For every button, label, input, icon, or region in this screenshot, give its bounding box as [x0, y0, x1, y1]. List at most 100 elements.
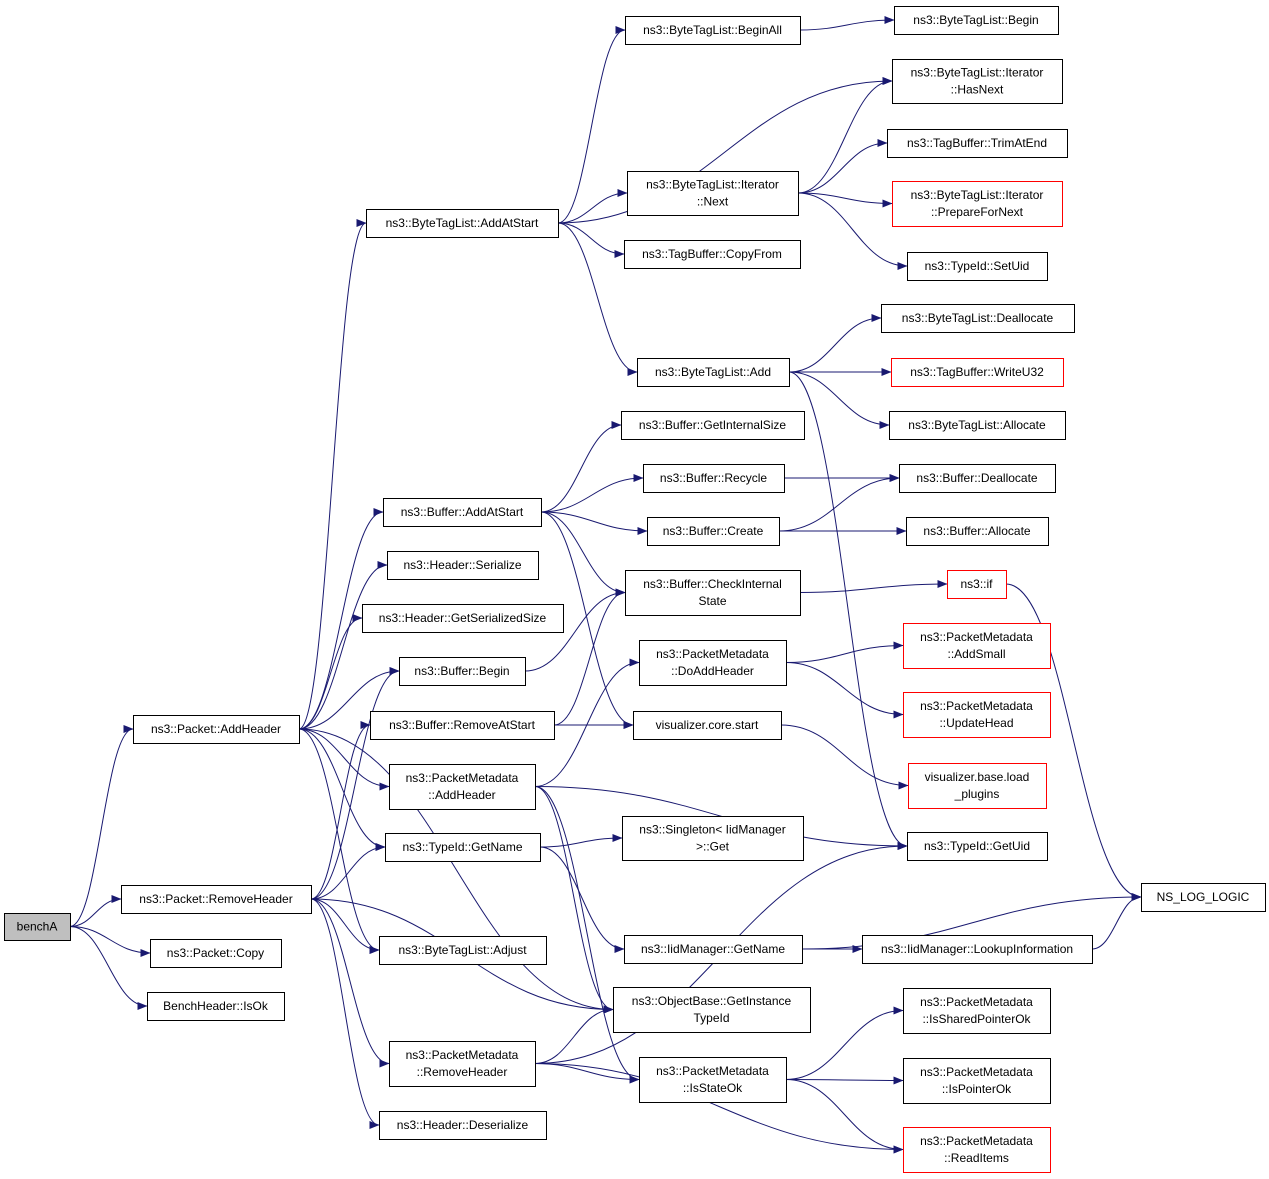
- function-node-typeIdGetName[interactable]: ns3::TypeId::GetName: [385, 833, 541, 862]
- function-node-iidGetName[interactable]: ns3::IidManager::GetName: [624, 935, 803, 964]
- function-node-btlBeginAll[interactable]: ns3::ByteTagList::BeginAll: [625, 16, 801, 45]
- function-node-vizLoadPlugins[interactable]: visualizer.base.load_plugins: [908, 763, 1047, 809]
- function-node-bufGetInternalSize[interactable]: ns3::Buffer::GetInternalSize: [621, 411, 805, 440]
- function-node-typeIdGetUid[interactable]: ns3::TypeId::GetUid: [907, 832, 1048, 861]
- function-node-pmUpdateHead[interactable]: ns3::PacketMetadata::UpdateHead: [903, 692, 1051, 738]
- function-node-vizStart[interactable]: visualizer.core.start: [633, 711, 782, 740]
- function-node-bufBegin[interactable]: ns3::Buffer::Begin: [399, 657, 526, 686]
- function-node-box: [625, 16, 801, 45]
- call-edge-path: [785, 662, 904, 719]
- function-node-iidLookupInfo[interactable]: ns3::IidManager::LookupInformation: [862, 935, 1093, 964]
- function-node-btlAdd[interactable]: ns3::ByteTagList::Add: [637, 358, 790, 387]
- function-node-bufAllocate[interactable]: ns3::Buffer::Allocate: [906, 517, 1049, 546]
- function-node-bufRemoveAtStart[interactable]: ns3::Buffer::RemoveAtStart: [370, 711, 555, 740]
- function-node-typeIdSetUid[interactable]: ns3::TypeId::SetUid: [907, 252, 1048, 281]
- call-edge-bufRemoveAtStart-to-bufCheckInternal: [553, 588, 626, 726]
- function-node-pmRemoveHeader[interactable]: ns3::PacketMetadata::RemoveHeader: [389, 1041, 536, 1087]
- function-node-tbCopyFrom[interactable]: ns3::TagBuffer::CopyFrom: [624, 240, 801, 269]
- function-node-removeHeader[interactable]: ns3::Packet::RemoveHeader: [121, 885, 312, 914]
- function-node-box: [887, 129, 1068, 158]
- function-node-label: ns3::Header::Deserialize: [397, 1118, 529, 1132]
- function-node-btlBegin[interactable]: ns3::ByteTagList::Begin: [894, 6, 1059, 35]
- call-edge-removeHeader-to-pmRemoveHeader: [310, 898, 390, 1068]
- call-edge-btlAddAtStart-to-btlIterHasNext: [557, 77, 893, 224]
- call-edge-path: [540, 511, 648, 535]
- function-node-pmIsStateOk[interactable]: ns3::PacketMetadata::IsStateOk: [639, 1057, 787, 1103]
- function-node-label: >::Get: [696, 840, 730, 854]
- function-node-box: [633, 711, 782, 740]
- function-node-bufAddAtStart[interactable]: ns3::Buffer::AddAtStart: [383, 498, 542, 527]
- function-node-pmIsSharedPointerOk[interactable]: ns3::PacketMetadata::IsSharedPointerOk: [903, 988, 1051, 1034]
- function-node-label: ::IsSharedPointerOk: [922, 1012, 1031, 1026]
- function-node-pmAddSmall[interactable]: ns3::PacketMetadata::AddSmall: [903, 623, 1051, 669]
- call-edge-path: [540, 421, 622, 513]
- function-node-label: ns3::ByteTagList::Iterator: [911, 66, 1044, 80]
- function-node-box: [387, 551, 539, 580]
- function-node-box: [150, 939, 282, 968]
- function-node-pmIsPointerOk[interactable]: ns3::PacketMetadata::IsPointerOk: [903, 1058, 1051, 1104]
- call-edge-path: [788, 371, 890, 429]
- function-node-hdrSerialize[interactable]: ns3::Header::Serialize: [387, 551, 539, 580]
- function-node-btlAdjust[interactable]: ns3::ByteTagList::Adjust: [379, 936, 547, 965]
- function-node-label: ns3::Buffer::CheckInternal: [643, 577, 782, 591]
- call-edge-bufCheckInternal-to-ns3If: [799, 580, 948, 593]
- function-node-btlDeallocate[interactable]: ns3::ByteTagList::Deallocate: [881, 304, 1075, 333]
- function-node-box: [389, 1041, 536, 1087]
- function-node-box: [362, 604, 564, 633]
- function-node-ns3If[interactable]: ns3::if: [947, 570, 1007, 599]
- call-edge-ns3If-to-nsLogLogic: [1005, 583, 1142, 901]
- function-node-tbTrimAtEnd[interactable]: ns3::TagBuffer::TrimAtEnd: [887, 129, 1068, 158]
- function-node-pmDoAddHeader[interactable]: ns3::PacketMetadata::DoAddHeader: [639, 640, 787, 686]
- call-edge-btlIterNext-to-btlIterHasNext: [797, 77, 893, 194]
- call-edge-path: [799, 16, 895, 31]
- function-node-btlIterPrepare[interactable]: ns3::ByteTagList::Iterator::PrepareForNe…: [892, 181, 1063, 227]
- function-node-label: _plugins: [954, 787, 1000, 801]
- function-node-box: [385, 833, 541, 862]
- function-node-btlAllocate[interactable]: ns3::ByteTagList::Allocate: [889, 411, 1066, 440]
- call-edge-path: [788, 371, 908, 850]
- function-node-bufRecycle[interactable]: ns3::Buffer::Recycle: [643, 464, 785, 493]
- call-edge-addHeader-to-hdrSerialize: [298, 561, 388, 730]
- function-node-box: [906, 517, 1049, 546]
- function-node-box: [903, 623, 1051, 669]
- function-node-tbWriteU32[interactable]: ns3::TagBuffer::WriteU32: [891, 358, 1064, 387]
- call-edge-addHeader-to-objGetInstanceTypeId: [298, 728, 614, 1014]
- function-node-pmReadItems[interactable]: ns3::PacketMetadata::ReadItems: [903, 1127, 1051, 1173]
- function-node-box: [637, 358, 790, 387]
- function-node-box: [379, 1111, 547, 1140]
- function-node-isOk[interactable]: BenchHeader::IsOk: [147, 992, 285, 1021]
- call-edge-pmRemoveHeader-to-pmIsStateOk: [534, 1063, 640, 1084]
- function-node-box: [907, 832, 1048, 861]
- function-node-pmAddHeader[interactable]: ns3::PacketMetadata::AddHeader: [389, 764, 536, 810]
- call-edge-pmAddHeader-to-pmIsStateOk: [534, 786, 640, 1084]
- function-node-hdrDeserialize[interactable]: ns3::Header::Deserialize: [379, 1111, 547, 1140]
- node-layer: benchA ns3::Packet::AddHeaderns3::Packet:…: [4, 6, 1266, 1173]
- function-node-hdrGetSerSize[interactable]: ns3::Header::GetSerializedSize: [362, 604, 564, 633]
- call-edge-benchA-to-copy: [69, 926, 151, 957]
- function-node-addHeader[interactable]: ns3::Packet::AddHeader: [133, 715, 300, 744]
- function-node-bufCreate[interactable]: ns3::Buffer::Create: [647, 517, 780, 546]
- function-node-singletonGet[interactable]: ns3::Singleton< IidManager>::Get: [622, 816, 804, 861]
- function-node-btlIterNext[interactable]: ns3::ByteTagList::Iterator::Next: [627, 171, 799, 216]
- function-node-label: ns3::PacketMetadata: [656, 647, 769, 661]
- call-edge-btlIterNext-to-tbTrimAtEnd: [797, 139, 888, 194]
- call-edge-removeHeader-to-btlAdjust: [310, 898, 380, 954]
- call-edge-path: [540, 511, 634, 729]
- function-node-box: [621, 411, 805, 440]
- function-node-bufDeallocate[interactable]: ns3::Buffer::Deallocate: [899, 464, 1056, 493]
- function-node-box: [862, 935, 1093, 964]
- function-node-benchA[interactable]: benchA: [4, 913, 71, 941]
- function-node-box: [627, 171, 799, 216]
- function-node-box: [947, 570, 1007, 599]
- function-node-copy[interactable]: ns3::Packet::Copy: [150, 939, 282, 968]
- function-node-btlIterHasNext[interactable]: ns3::ByteTagList::Iterator::HasNext: [892, 59, 1063, 104]
- call-edge-path: [785, 1006, 904, 1080]
- function-node-nsLogLogic[interactable]: NS_LOG_LOGIC: [1141, 883, 1266, 912]
- function-node-box: [4, 913, 71, 941]
- call-edge-typeIdGetName-to-iidGetName: [539, 846, 625, 953]
- function-node-btlAddAtStart[interactable]: ns3::ByteTagList::AddAtStart: [366, 209, 559, 238]
- call-edge-path: [298, 561, 388, 730]
